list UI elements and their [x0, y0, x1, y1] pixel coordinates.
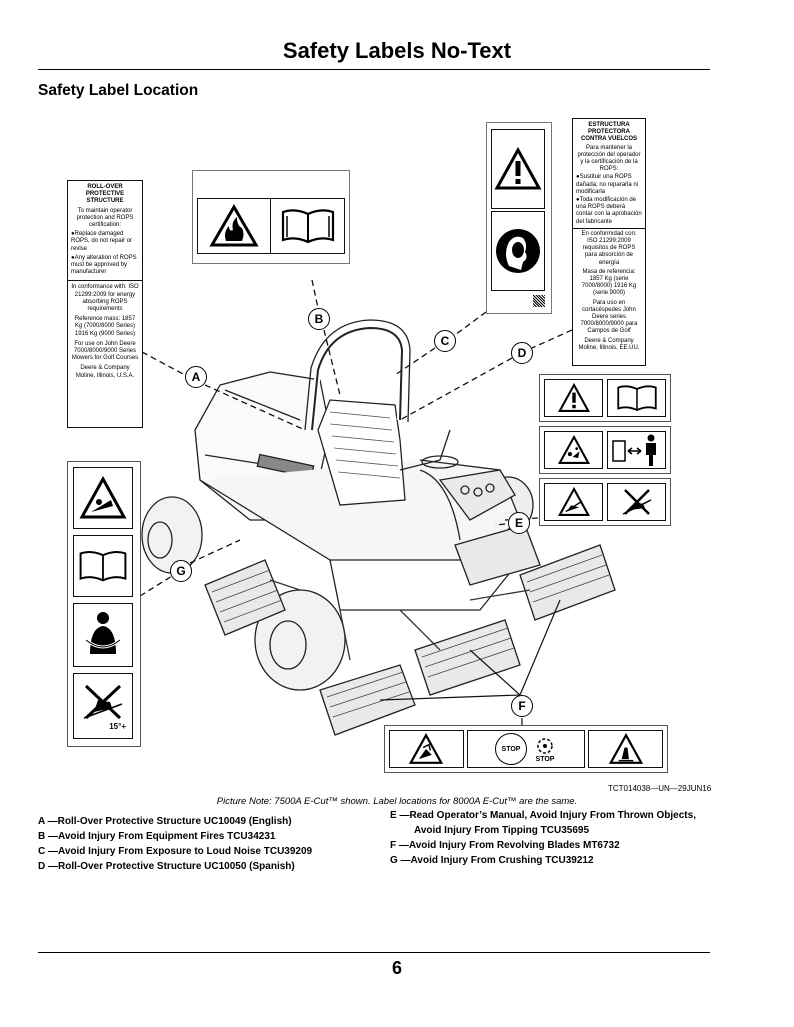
label-d-intro: Para mantener la protección del operador…: [577, 144, 641, 173]
legend-item-d: D —Roll-Over Protective Structure UC1005…: [38, 861, 295, 872]
label-a-conformance: In conformance with: ISO 21299:2009 for …: [71, 284, 139, 313]
label-a-bullet1: ●Replace damaged ROPS, do not repair or …: [71, 231, 133, 252]
label-d-company: Deere & Company Moline, Illinois, EE.UU.: [578, 337, 640, 351]
legend-item-g: G —Avoid Injury From Crushing TCU39212: [390, 855, 594, 866]
label-b-equipment-fires: [192, 170, 350, 264]
label-d-conformance: En conformidad con: ISO 21299:2009 requi…: [581, 230, 637, 266]
label-a-rops-english: ROLL-OVER PROTECTIVE STRUCTURE To mainta…: [67, 180, 143, 428]
keep-distance-icon: [607, 431, 666, 469]
legend-item-e-cont: Avoid Injury From Tipping TCU35695: [414, 825, 590, 836]
tipping-hazard-icon: [544, 483, 603, 521]
label-d-use: Para uso en cortacéspedes John Deere ser…: [580, 299, 638, 335]
hand-blade-hazard-icon: [588, 730, 663, 768]
callout-d: D: [511, 342, 533, 364]
ear-protection-icon: [491, 211, 545, 291]
blade-hazard-icon: [389, 730, 464, 768]
label-a-use: For use on John Deere 7000/8000/9000 Ser…: [71, 340, 139, 362]
label-e-panel-thrown-objects: [539, 426, 671, 474]
legend-item-e: E —Read Operator’s Manual, Avoid Injury …: [390, 810, 696, 821]
page-number: 6: [391, 958, 402, 978]
callout-e: E: [508, 512, 530, 534]
warning-exclamation-icon: [491, 129, 545, 209]
fire-warning-icon: [198, 199, 271, 253]
thrown-objects-icon: [544, 431, 603, 469]
legend-item-b: B —Avoid Injury From Equipment Fires TCU…: [38, 831, 276, 842]
picture-note: Picture Note: 7500A E-Cut™ shown. Label …: [216, 796, 578, 807]
label-a-mass: Reference mass: 1857 Kg (7000/8000 Serie…: [74, 316, 136, 337]
legend-right: E —Read Operator’s Manual, Avoid Injury …: [390, 808, 696, 868]
footer-rule: [38, 952, 710, 953]
label-a-heading: ROLL-OVER PROTECTIVE STRUCTURE: [85, 184, 125, 205]
label-a-company: Deere & Company Moline, Illinois, U.S.A.: [75, 365, 135, 379]
label-d-bullet2: ●Toda modificación de una ROPS deberá co…: [576, 197, 642, 225]
label-f-revolving-blades: STOP STOP: [384, 725, 668, 773]
mower-illustration: [141, 319, 616, 736]
manual-book-icon: [607, 379, 666, 417]
crush-hazard-icon: [73, 467, 133, 529]
label-d-bullet1: ●Sustituir una ROPS dañada; no repararla…: [576, 174, 639, 195]
leader-lines: [139, 279, 573, 726]
callout-c: C: [434, 330, 456, 352]
callout-f: F: [511, 695, 533, 717]
label-d-rops-spanish: ESTRUCTURA PROTECTORA CONTRA VUELCOS Par…: [572, 118, 646, 366]
callout-b: B: [308, 308, 330, 330]
page-title: Safety Labels No-Text: [282, 38, 512, 63]
warning-exclamation-icon: [544, 379, 603, 417]
legend-item-f: F —Avoid Injury From Revolving Blades MT…: [390, 840, 620, 851]
label-d-heading: ESTRUCTURA PROTECTORA CONTRA VUELCOS: [580, 122, 638, 143]
stop-engine-panel: STOP STOP: [466, 730, 586, 768]
qr-code-icon: [533, 295, 545, 307]
label-b-panel: [197, 198, 345, 254]
manual-book-icon: [271, 199, 344, 253]
legend-left: A —Roll-Over Protective Structure UC1004…: [38, 814, 312, 874]
callout-g: G: [170, 560, 192, 582]
manual-book-icon: [73, 535, 133, 597]
stop-text: STOP: [535, 755, 555, 763]
figure-reference: TCT014038—UN—29JUN16: [608, 784, 712, 793]
rotating-blade-icon: [537, 737, 553, 754]
title-rule: [38, 69, 710, 70]
stop-sign-icon: STOP: [495, 733, 527, 765]
label-a-intro: To maintain operator protection and ROPS…: [76, 207, 134, 229]
section-heading: Safety Label Location: [38, 82, 199, 99]
no-slope-operation-icon: [607, 483, 666, 521]
slope-angle-text: 15°+: [109, 721, 126, 731]
seat-belt-icon: [73, 603, 133, 667]
label-a-bullet2: ●Any alteration of ROPS must be approved…: [71, 254, 137, 276]
callout-a: A: [185, 366, 207, 388]
label-d-mass: Masa de referencia: 1857 Kg (serie 7000/…: [581, 268, 637, 297]
legend-item-a: A —Roll-Over Protective Structure UC1004…: [38, 816, 292, 827]
label-c-loud-noise: [486, 122, 552, 314]
label-e-panel-tipping: [539, 478, 671, 526]
label-g-crushing: 15°+: [67, 461, 141, 747]
label-e-panel-manual: [539, 374, 671, 422]
legend-item-c: C —Avoid Injury From Exposure to Loud No…: [38, 846, 313, 857]
rollover-slope-icon: 15°+: [73, 673, 133, 739]
